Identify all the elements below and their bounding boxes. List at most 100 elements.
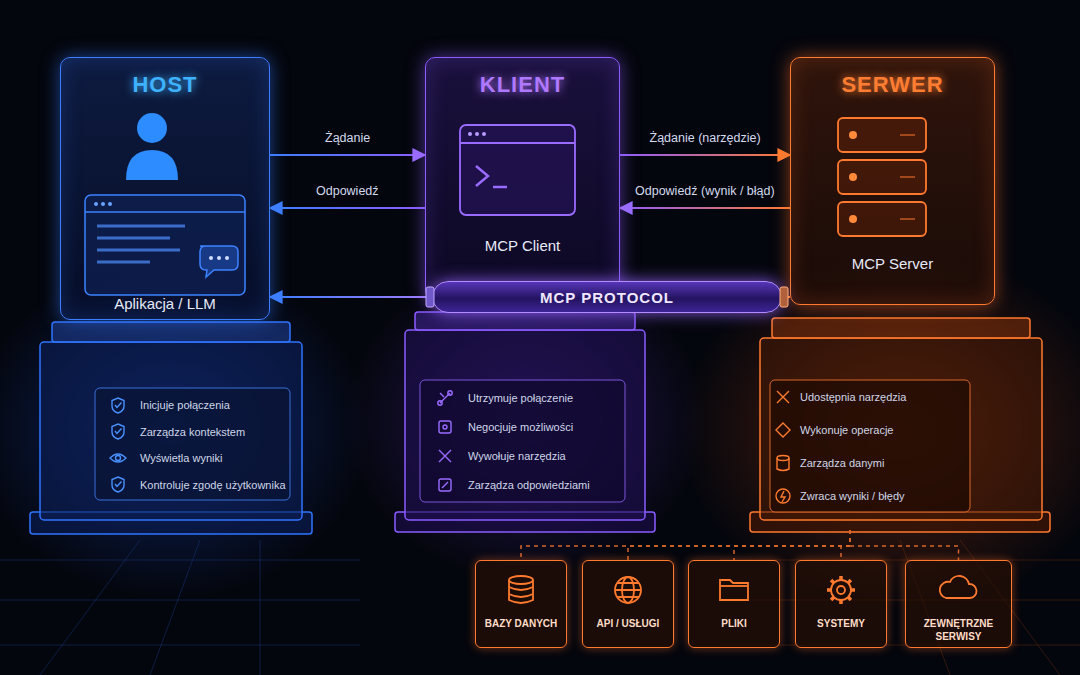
background — [0, 260, 370, 600]
terminal-icon — [460, 125, 575, 215]
chat-window-icon — [108, 202, 112, 206]
resource-icon — [827, 576, 855, 604]
role-item: Zarządza kontekstem — [140, 423, 245, 441]
host-panel: HOST Aplikacja / LLM — [60, 57, 270, 320]
terminal-icon — [476, 166, 488, 186]
server-pedestal-shape — [772, 318, 1030, 338]
terminal-icon — [482, 132, 486, 136]
server-rack-icon — [849, 131, 857, 139]
chat-window-icon — [85, 195, 245, 295]
terminal-icon — [460, 142, 575, 144]
protocol-label: MCP PROTOCOL — [540, 289, 674, 306]
chat-window-icon — [94, 202, 98, 206]
server-list-icon — [777, 456, 789, 461]
panel-label: Aplikacja / LLM — [61, 294, 269, 314]
panel-label: MCP Server — [791, 254, 994, 274]
message-arrow — [620, 154, 790, 156]
client-list-icon — [443, 425, 447, 429]
role-item: Inicjuje połączenia — [140, 396, 230, 414]
resource-icon — [837, 586, 845, 594]
server-list-icon — [777, 458, 789, 471]
chat-window-icon — [200, 246, 238, 277]
server-rack-icon — [849, 215, 857, 223]
floor-grid — [0, 540, 1080, 675]
host-list-icon — [110, 454, 126, 462]
resource-box: API / USŁUGI — [582, 560, 674, 648]
resource-label: PLIKI — [695, 617, 773, 630]
server-list-icon — [776, 391, 790, 503]
message-arrow — [620, 207, 790, 209]
protocol-pipe: MCP PROTOCOL — [432, 281, 782, 313]
resource-icon — [509, 576, 533, 584]
role-item: Zwraca wyniki / błędy — [800, 487, 905, 505]
server-rack-icon — [900, 135, 915, 219]
host-list-icon — [115, 482, 122, 487]
role-item: Negocjuje możliwości — [468, 418, 573, 436]
role-item: Zarządza danymi — [800, 454, 884, 472]
client-pedestal: Utrzymuje połączenieNegocjuje możliwości… — [405, 312, 645, 530]
server-rack-icon — [838, 160, 926, 194]
resource-box: BAZY DANYCH — [475, 560, 567, 648]
client-pedestal-shape — [405, 330, 645, 520]
chat-window-icon — [85, 211, 245, 213]
message-arrow — [270, 154, 425, 156]
host-pedestal-shape — [30, 322, 312, 534]
panel-title: HOST — [61, 71, 269, 99]
resource-box: SYSTEMY — [795, 560, 887, 648]
server-pedestal-shape — [770, 380, 970, 512]
client-list-icon — [439, 479, 451, 491]
chat-window-icon — [85, 195, 245, 295]
edge-label: Żądanie — [325, 130, 370, 146]
chat-window-icon — [97, 226, 185, 262]
resource-icon — [622, 577, 634, 603]
resource-link — [841, 530, 850, 560]
chat-window-icon — [209, 256, 213, 260]
client-list-icon — [438, 391, 452, 491]
role-item: Utrzymuje połączenie — [468, 389, 573, 407]
host-list-icon — [115, 429, 122, 434]
resource-link — [850, 530, 959, 560]
chat-window-icon — [101, 202, 105, 206]
host-list-icon — [116, 456, 121, 461]
terminal-icon — [460, 125, 575, 215]
chat-window-icon — [217, 256, 221, 260]
floor-grid — [0, 540, 360, 675]
chat-window-icon — [225, 256, 229, 260]
resource-icon — [509, 580, 533, 603]
server-list-icon — [776, 423, 790, 437]
pipe-end-cap — [426, 287, 434, 307]
client-pedestal-shape — [415, 312, 635, 330]
host-list-icon — [112, 398, 124, 413]
resource-link — [521, 530, 850, 560]
resource-icon — [615, 577, 641, 603]
user-icon — [137, 113, 167, 143]
resource-icon — [831, 580, 851, 600]
host-pedestal-shape — [95, 388, 290, 500]
server-rack-icon — [838, 118, 926, 236]
host-pedestal: Inicjuje połączeniaZarządza kontekstemWy… — [40, 322, 305, 530]
server-panel: SERWERMCP Server — [790, 57, 995, 305]
terminal-icon — [475, 132, 479, 136]
server-list-icon — [777, 391, 789, 403]
host-pedestal-shape — [40, 342, 302, 520]
message-arrow — [270, 296, 432, 298]
resource-icon — [509, 576, 977, 604]
role-item: Udostępnia narzędzia — [800, 388, 906, 406]
resource-label: BAZY DANYCH — [482, 617, 560, 630]
client-list-icon — [438, 401, 442, 405]
role-item: Kontroluje zgodę użytkownika — [140, 476, 286, 494]
resource-link — [628, 530, 850, 560]
terminal-icon — [493, 186, 507, 189]
role-item: Zarządza odpowiedziami — [468, 476, 590, 494]
resource-label: ZEWNĘTRZNE SERWISY — [912, 617, 1005, 643]
resource-icon — [940, 576, 977, 598]
client-list-icon — [439, 450, 451, 462]
client-list-icon — [448, 391, 452, 395]
host-list-icon — [110, 398, 126, 492]
pipe-end-cap — [426, 287, 788, 307]
resource-label: SYSTEMY — [802, 617, 880, 630]
resource-icon — [720, 585, 748, 587]
resource-label: API / USŁUGI — [589, 617, 667, 630]
